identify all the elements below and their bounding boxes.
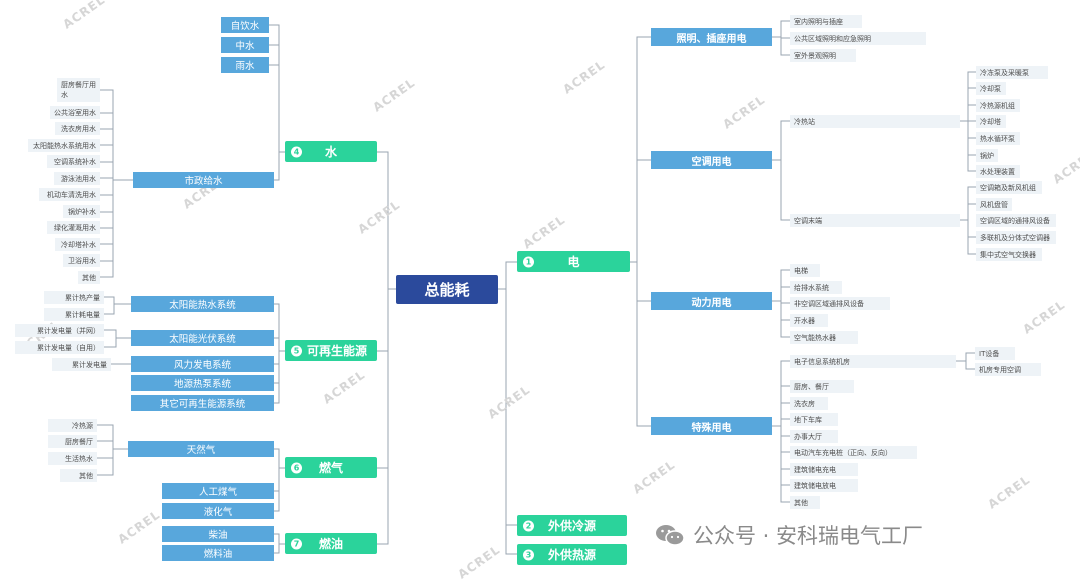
badge-number: 1 [523,256,534,267]
leaf-item: 厨房、餐厅 [790,380,854,393]
node-municipal-water: 市政给水 [133,172,274,188]
node-natural-gas: 天然气 [128,441,274,457]
node-geothermal: 地源热泵系统 [131,375,274,391]
leaf-item: 游泳池用水 [54,172,100,185]
leaf-item: 建筑储电放电 [790,479,858,492]
root-node: 总能耗 [396,275,498,304]
badge-number: 5 [291,345,302,356]
leaf-item: 累计热产量 [44,291,104,304]
leaf-item: 洗衣房 [790,397,828,410]
leaf-item: 累计发电量 [52,358,111,371]
node-external-heat: 3 外供热源 [517,544,627,565]
node-data-center: 电子信息系统机房 [790,355,956,368]
node-solar-pv: 太阳能光伏系统 [131,330,274,346]
node-lighting-sockets: 照明、插座用电 [651,28,772,46]
node-external-cold: 2 外供冷源 [517,515,627,536]
badge-number: 6 [291,462,302,473]
node-electricity: 1 电 [517,251,630,272]
node-fuel-oil: 燃料油 [162,545,274,561]
leaf-item: 多联机及分体式空调器 [976,231,1056,244]
node-cold-heat-station: 冷热站 [790,115,960,128]
leaf-item: 太阳能热水系统用水 [28,139,100,152]
leaf-item: 公共浴室用水 [50,106,100,119]
leaf-item: 开水器 [790,314,828,327]
node-label: 外供冷源 [547,519,596,533]
leaf-item: 其他 [60,469,97,482]
node-oil: 7 燃油 [285,533,377,554]
leaf-item: 厨房餐厅用水 [57,78,100,102]
leaf-item: 给排水系统 [790,281,842,294]
leaf-item: 建筑储电充电 [790,463,858,476]
leaf-item: 累计发电量（自用） [15,341,104,354]
wechat-icon [655,523,685,547]
node-power: 动力用电 [651,292,772,310]
leaf-item: 空调区域的通排风设备 [976,214,1056,227]
node-drinking-water: 自饮水 [221,17,269,33]
node-coal-gas: 人工煤气 [162,483,274,499]
node-solar-hot-water: 太阳能热水系统 [131,296,274,312]
node-label: 可再生能源 [306,344,367,358]
leaf-item: 卫浴用水 [63,254,100,267]
leaf-item: 非空调区域通排风设备 [790,297,890,310]
badge-number: 7 [291,538,302,549]
leaf-item: 水处理装置 [976,165,1020,178]
leaf-item: 空气能热水器 [790,331,858,344]
leaf-item: 机动车清洗用水 [39,188,100,201]
leaf-item: 锅炉 [976,149,998,162]
node-lpg: 液化气 [162,503,274,519]
node-hvac: 空调用电 [651,151,772,169]
leaf-item: 其他 [790,496,820,509]
leaf-item: 电动汽车充电桩（正向、反向） [790,446,917,459]
badge-number: 2 [523,520,534,531]
node-wind-power: 风力发电系统 [131,356,274,372]
leaf-item: IT设备 [975,347,1015,360]
node-reclaimed-water: 中水 [221,37,269,53]
leaf-item: 空调箱及新风机组 [976,181,1042,194]
leaf-item: 冷热源 [48,419,97,432]
leaf-item: 地下车库 [790,413,838,426]
leaf-item: 热水循环泵 [976,132,1020,145]
leaf-item: 冷却泵 [976,82,1006,95]
node-ac-terminal: 空调末端 [790,214,960,227]
leaf-item: 锅炉补水 [63,205,100,218]
node-label: 水 [324,145,337,159]
node-other-renewable: 其它可再生能源系统 [131,395,274,411]
node-label: 电 [567,255,580,269]
leaf-item: 电梯 [790,264,820,277]
leaf-item: 累计发电量（并网） [15,324,104,337]
node-label: 燃油 [318,537,343,551]
leaf-item: 冷却塔 [976,115,1006,128]
node-diesel: 柴油 [162,526,274,542]
leaf-item: 室外景观照明 [790,49,856,62]
node-special: 特殊用电 [651,417,772,435]
footer-text: 公众号 · 安科瑞电气工厂 [693,524,924,548]
leaf-item: 累计耗电量 [44,308,104,321]
node-water: 4 水 [285,141,377,162]
leaf-item: 冷却塔补水 [55,238,100,251]
leaf-item: 绿化灌溉用水 [47,221,100,234]
node-label: 燃气 [318,461,343,475]
node-gas: 6 燃气 [285,457,377,478]
leaf-item: 冷冻泵及采暖泵 [976,66,1048,79]
wechat-footer: 公众号 · 安科瑞电气工厂 [655,520,923,550]
badge-number: 4 [291,146,302,157]
leaf-item: 办事大厅 [790,430,838,443]
leaf-item: 其他 [78,271,100,284]
leaf-item: 机房专用空调 [975,363,1041,376]
badge-number: 3 [523,549,534,560]
leaf-item: 厨房餐厅 [48,435,97,448]
leaf-item: 公共区域照明和应急照明 [790,32,926,45]
leaf-item: 集中式空气交换器 [976,248,1042,261]
leaf-item: 室内照明与插座 [790,15,862,28]
leaf-item: 空调系统补水 [47,155,100,168]
leaf-item: 生活热水 [48,452,97,465]
leaf-item: 风机盘管 [976,198,1012,211]
node-rain-water: 雨水 [221,57,269,73]
leaf-item: 冷热源机组 [976,99,1020,112]
node-renewable: 5 可再生能源 [285,340,377,361]
leaf-item: 洗衣房用水 [55,122,100,135]
node-label: 外供热源 [547,548,596,562]
